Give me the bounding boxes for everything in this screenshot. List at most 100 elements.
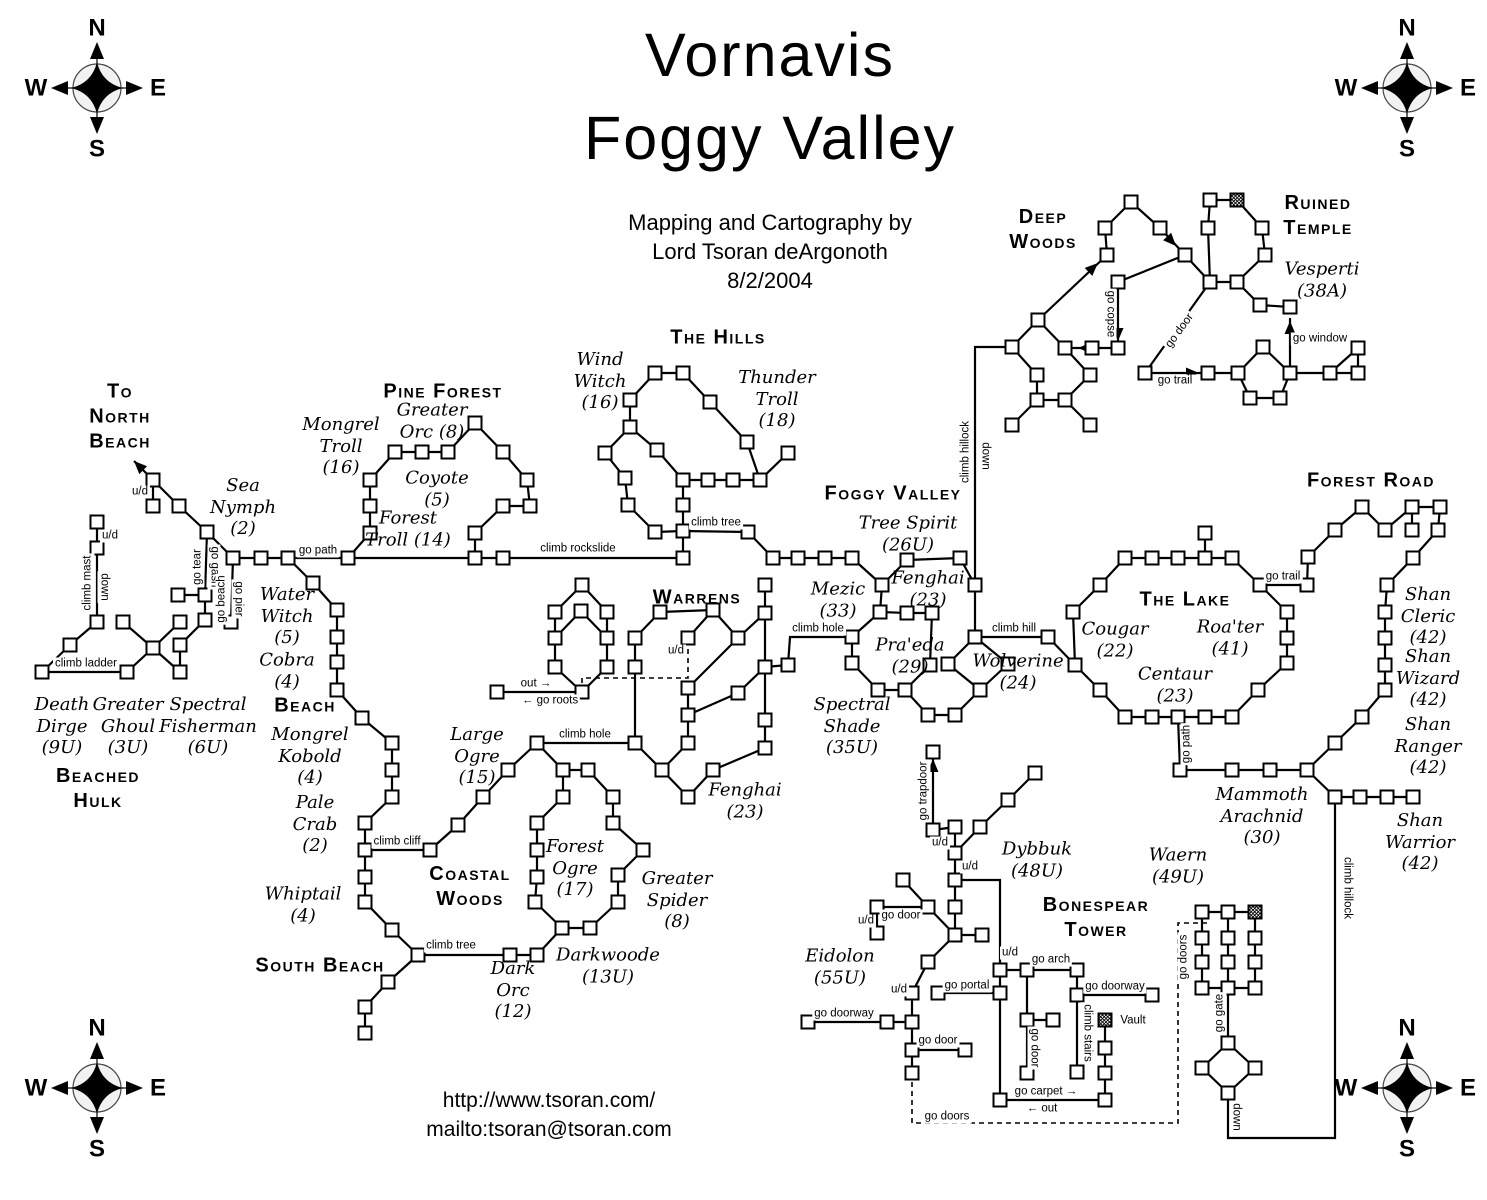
room-node <box>605 789 621 805</box>
room-node <box>357 815 373 831</box>
room-node <box>573 603 589 619</box>
svg-text:N: N <box>88 15 105 42</box>
creature-label: Waern(49U) <box>1148 844 1208 888</box>
room-node <box>627 630 643 646</box>
path-label: go gate <box>1213 991 1227 1035</box>
region-label: The Lake <box>1139 588 1231 611</box>
room-node <box>1152 220 1168 236</box>
room-node <box>387 444 403 460</box>
room-node <box>947 899 963 915</box>
path-label: ← go roots <box>519 694 581 708</box>
room-node <box>1432 499 1448 515</box>
room-node <box>654 762 670 778</box>
room-node <box>1069 987 1085 1003</box>
room-node <box>1350 365 1366 381</box>
creature-label: Whiptail(4) <box>264 883 342 927</box>
path-label: climb ladder <box>53 657 119 671</box>
room-node <box>1224 550 1240 566</box>
room-node <box>1224 709 1240 725</box>
room-node <box>1327 522 1343 538</box>
room-node <box>1272 390 1288 406</box>
room-node <box>172 614 188 630</box>
room-node <box>495 550 511 566</box>
map-edge <box>786 635 852 666</box>
credit-line-3: 8/2/2004 <box>727 268 813 293</box>
room-node <box>1220 930 1236 946</box>
room-node <box>952 550 968 566</box>
room-node <box>527 894 543 910</box>
room-node <box>1019 1065 1035 1081</box>
map-edge-dashed <box>581 640 689 692</box>
path-label: climb hillock <box>959 419 973 485</box>
room-node <box>225 550 241 566</box>
room-node <box>1027 765 1043 781</box>
region-label: South Beach <box>255 954 385 977</box>
region-label: Foggy Valley <box>824 482 962 505</box>
path-label: u/d <box>960 860 980 874</box>
room-node <box>357 1025 373 1041</box>
room-node <box>1194 1060 1210 1076</box>
room-node <box>171 498 187 514</box>
path-label: down <box>97 571 111 603</box>
room-node <box>705 602 721 618</box>
room-node <box>495 498 511 514</box>
room-node <box>1194 930 1210 946</box>
room-node <box>145 640 161 656</box>
path-label: go door <box>1162 309 1198 353</box>
room-node <box>1300 549 1316 565</box>
room-node <box>1404 499 1420 515</box>
creature-label: Darkwoode(13U) <box>556 944 660 988</box>
svg-text:E: E <box>150 1075 166 1102</box>
region-label: Forest Road <box>1306 469 1436 492</box>
path-label: Vault <box>1118 1014 1148 1028</box>
room-node <box>904 1042 920 1058</box>
path-label: go pier <box>231 579 245 619</box>
room-node <box>362 472 378 488</box>
room-node <box>947 872 963 888</box>
room-node <box>1354 499 1370 515</box>
room-node <box>384 762 400 778</box>
room-node <box>992 985 1008 1001</box>
room-node <box>680 680 696 696</box>
creature-label: Coyote(5) <box>405 467 469 511</box>
direction-arrow-icon <box>1163 232 1176 246</box>
room-node <box>115 614 131 630</box>
creature-label: Wolverine(24) <box>972 650 1064 694</box>
path-label: u/d <box>930 836 950 850</box>
room-node <box>1229 274 1245 290</box>
room-node <box>1430 522 1446 538</box>
direction-arrow-icon <box>134 461 148 475</box>
room-node <box>357 894 373 910</box>
room-node <box>145 498 161 514</box>
room-node <box>580 762 596 778</box>
room-node <box>354 710 370 726</box>
room-node <box>1117 709 1133 725</box>
creature-label: Vesperti(38A) <box>1284 258 1360 302</box>
room-node <box>922 657 938 673</box>
room-node <box>1354 709 1370 725</box>
svg-text:W: W <box>1335 75 1358 102</box>
room-node <box>635 842 651 858</box>
map-edge <box>1071 611 1077 666</box>
svg-text:N: N <box>88 1015 105 1042</box>
room-node <box>610 894 626 910</box>
room-node <box>1247 980 1263 996</box>
room-node <box>1177 247 1193 263</box>
creature-label: Eidolon(55U) <box>805 945 875 989</box>
room-node <box>357 869 373 885</box>
room-node <box>357 999 373 1015</box>
room-node <box>1082 417 1098 433</box>
room-node <box>199 524 215 540</box>
room-node <box>253 550 269 566</box>
room-node <box>940 656 956 672</box>
room-node <box>1170 550 1186 566</box>
room-node <box>780 445 796 461</box>
room-node <box>675 550 691 566</box>
mailto-link: mailto:tsoran@tsoran.com <box>426 1118 672 1141</box>
room-node <box>897 682 913 698</box>
